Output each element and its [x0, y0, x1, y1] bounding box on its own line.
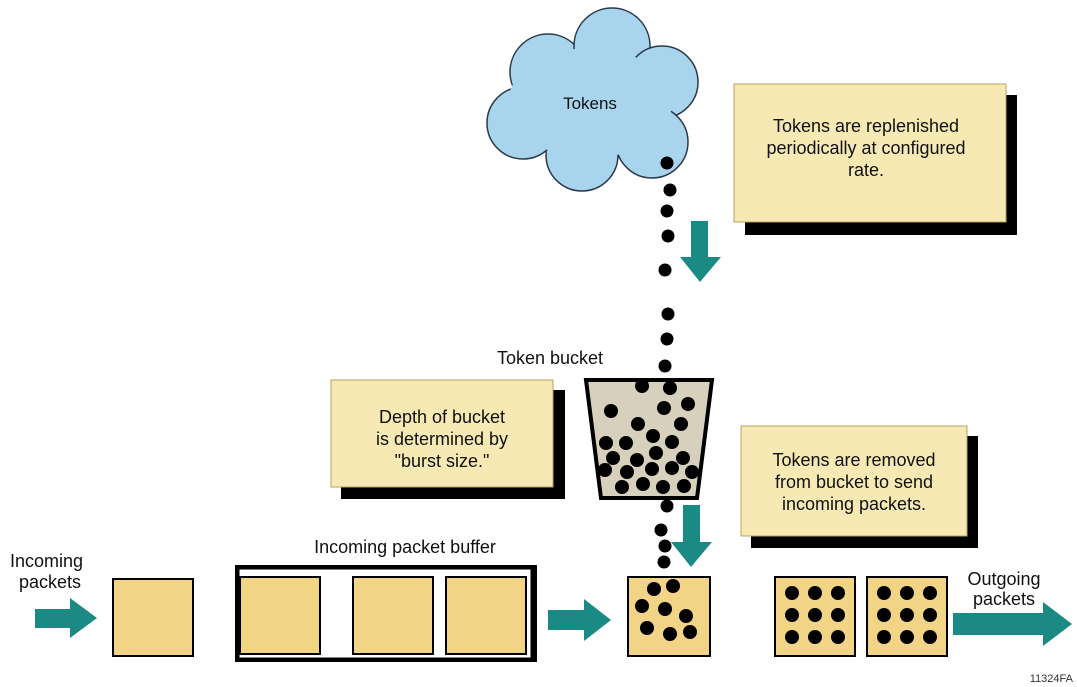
outgoing-label-line2: packets: [973, 589, 1035, 609]
note-depth-line3: "burst size.": [395, 451, 490, 471]
incoming-label-line1: Incoming: [10, 551, 83, 571]
arrow-right-icon: [548, 599, 611, 641]
incoming-label-line2: packets: [19, 572, 81, 592]
buffer-label: Incoming packet buffer: [314, 537, 496, 557]
buffer-packet: [239, 576, 321, 655]
note-replenish-line3: rate.: [848, 160, 884, 180]
incoming-packet: [112, 578, 194, 657]
outgoing-packet: [866, 576, 948, 657]
buffer-packet: [352, 576, 434, 655]
packet-buffer: Incoming packet buffer: [235, 537, 537, 662]
figure-id: 11324FA: [1030, 673, 1074, 685]
arrow-right-icon: [953, 602, 1072, 646]
note-depth-line1: Depth of bucket: [379, 407, 505, 427]
arrow-down-icon: [671, 505, 712, 567]
token-bucket: Token bucket: [497, 348, 715, 500]
note-removed-line1: Tokens are removed: [772, 450, 935, 470]
note-replenish-line2: periodically at configured: [766, 138, 965, 158]
outgoing-packet: [774, 576, 856, 657]
outgoing-label-line1: Outgoing: [967, 569, 1040, 589]
token-bucket-label: Token bucket: [497, 348, 603, 368]
note-removed-line3: incoming packets.: [782, 494, 926, 514]
current-packet: [627, 576, 711, 657]
token-stream: [654, 156, 677, 569]
arrow-down-icon: [680, 221, 721, 282]
note-depth-line2: is determined by: [376, 429, 508, 449]
note-removed-line2: from bucket to send: [775, 472, 933, 492]
arrow-right-icon: [35, 598, 97, 638]
cloud-label: Tokens: [563, 94, 617, 113]
tokens-cloud: Tokens: [486, 7, 699, 192]
note-depth: Depth of bucket is determined by "burst …: [330, 379, 565, 499]
buffer-packet: [445, 576, 527, 655]
note-replenish: Tokens are replenished periodically at c…: [733, 83, 1017, 235]
note-replenish-line1: Tokens are replenished: [773, 116, 959, 136]
note-removed: Tokens are removed from bucket to send i…: [740, 425, 978, 548]
